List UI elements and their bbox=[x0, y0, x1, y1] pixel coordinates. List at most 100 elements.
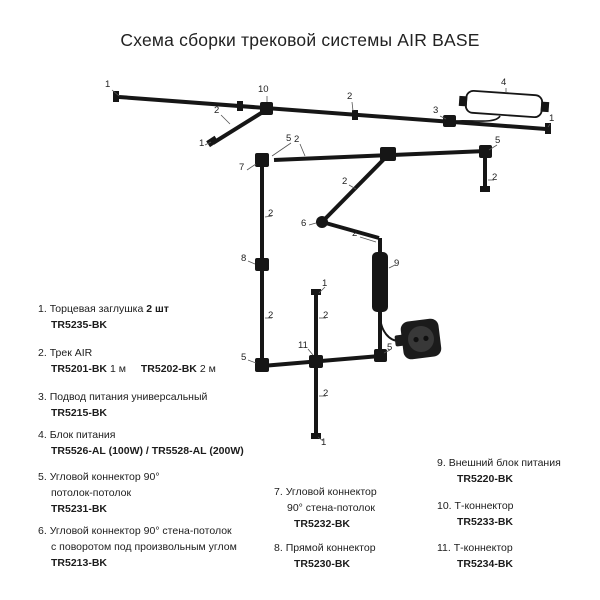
legend-num: 10. bbox=[437, 500, 452, 512]
power-feed-3 bbox=[443, 115, 456, 127]
swivel-connector-6 bbox=[380, 147, 396, 161]
callout-label: 9 bbox=[394, 258, 400, 269]
leader-lines bbox=[111, 88, 551, 442]
legend-code: TR5201-BK bbox=[51, 363, 108, 375]
legend-code-note: 2 м bbox=[199, 363, 216, 375]
legend-num: 1. bbox=[38, 303, 47, 315]
page-title: Схема сборки трековой системы AIR BASE bbox=[120, 30, 480, 50]
legend-item-3: 3. Подвод питания универсальный TR5215-B… bbox=[38, 389, 207, 421]
legend-title: Подвод питания универсальный bbox=[49, 391, 208, 403]
wall-socket bbox=[400, 318, 442, 360]
legend-codes: TR5201-BK 1 м TR5202-BK 2 м bbox=[38, 361, 216, 377]
legend-item-5-title: 5. Угловой коннектор 90° bbox=[38, 469, 160, 485]
legend-item-3-title: 3. Подвод питания универсальный bbox=[38, 389, 207, 405]
callout-label: 1 bbox=[321, 437, 327, 448]
callout-label: 1 bbox=[549, 113, 555, 124]
corner-connector-top-left bbox=[255, 153, 269, 167]
legend-num: 5. bbox=[38, 471, 47, 483]
callout-label: 2 bbox=[352, 228, 358, 239]
legend-item-10: 10. Т-коннектор TR5233-BK bbox=[437, 498, 514, 530]
legend-title: Угловой коннектор 90° bbox=[49, 471, 160, 483]
callout-label: 5 bbox=[495, 135, 501, 146]
callout-label: 2 bbox=[268, 310, 274, 321]
legend-code: TR5526-AL (100W) / TR5528-AL (200W) bbox=[51, 445, 244, 457]
callout-label: 2 bbox=[268, 208, 274, 219]
callout-label: 2 bbox=[492, 172, 498, 183]
legend-code: TR5231-BK bbox=[51, 503, 108, 515]
cross-connector-11 bbox=[309, 355, 323, 368]
straight-connector-8 bbox=[255, 258, 269, 271]
legend-code: TR5215-BK bbox=[51, 407, 108, 419]
legend-title: Трек AIR bbox=[49, 347, 93, 359]
legend-num: 11. bbox=[437, 542, 451, 554]
callout-label: 2 bbox=[323, 388, 329, 399]
legend-code: TR5220-BK bbox=[457, 473, 514, 485]
legend-num: 9. bbox=[437, 457, 446, 469]
legend-code-note: 1 м bbox=[109, 363, 126, 375]
legend-num: 4. bbox=[38, 429, 47, 441]
legend-title: Торцевая заглушка bbox=[49, 303, 144, 315]
callout-label: 2 bbox=[214, 105, 220, 116]
corner-connector-top-right bbox=[479, 145, 492, 158]
legend-item-2: 2. Трек AIR TR5201-BK 1 м TR5202-BK 2 м bbox=[38, 345, 216, 377]
plug-icon bbox=[394, 334, 407, 347]
legend-item-11-title: 11. Т-коннектор bbox=[437, 540, 513, 556]
legend-item-8: 8. Прямой коннектор TR5230-BK bbox=[274, 540, 376, 572]
callout-label: 7 bbox=[239, 162, 245, 173]
legend-title: Внешний блок питания bbox=[448, 457, 561, 469]
legend-code: TR5202-BK bbox=[140, 363, 197, 375]
end-caps bbox=[113, 91, 551, 439]
legend-subtitle: потолок-потолок bbox=[51, 487, 132, 499]
legend-code: TR5213-BK bbox=[51, 557, 108, 569]
external-power-block-9 bbox=[372, 252, 388, 312]
legend-title: Угловой коннектор bbox=[285, 486, 377, 498]
legend-title: Угловой коннектор 90° стена-потолок bbox=[49, 525, 232, 537]
callout-label: 2 bbox=[294, 134, 300, 145]
callout-label: 2 bbox=[323, 310, 329, 321]
corner-connector-bottom-left bbox=[255, 358, 269, 372]
legend-item-9-title: 9. Внешний блок питания bbox=[437, 455, 561, 471]
legend-qty: 2 шт bbox=[146, 303, 169, 315]
legend-item-6-title: 6. Угловой коннектор 90° стена-потолок bbox=[38, 523, 237, 539]
legend-item-1-title: 1. Торцевая заглушка 2 шт bbox=[38, 301, 169, 317]
legend-item-4-title: 4. Блок питания bbox=[38, 427, 244, 443]
legend-item-4: 4. Блок питания TR5526-AL (100W) / TR552… bbox=[38, 427, 244, 459]
legend-item-7: 7. Угловой коннектор 90° стена-потолок T… bbox=[274, 484, 377, 532]
t-connector-10 bbox=[260, 102, 273, 115]
legend-item-10-title: 10. Т-коннектор bbox=[437, 498, 514, 514]
legend-title: Прямой коннектор bbox=[285, 542, 376, 554]
legend-item-11: 11. Т-коннектор TR5234-BK bbox=[437, 540, 513, 572]
legend-item-7-title: 7. Угловой коннектор bbox=[274, 484, 377, 500]
legend-subtitle: с поворотом под произвольным углом bbox=[51, 541, 237, 553]
callout-label: 1 bbox=[322, 278, 328, 289]
legend-item-2-title: 2. Трек AIR bbox=[38, 345, 216, 361]
callout-label: 8 bbox=[241, 253, 247, 264]
psu-wire bbox=[455, 115, 501, 122]
legend-num: 7. bbox=[274, 486, 283, 498]
callout-label: 5 bbox=[286, 133, 292, 144]
swivel-hinge bbox=[316, 216, 328, 228]
callout-label: 6 bbox=[301, 218, 307, 229]
callout-label: 4 bbox=[501, 77, 507, 88]
legend-item-6: 6. Угловой коннектор 90° стена-потолок с… bbox=[38, 523, 237, 571]
callout-label: 2 bbox=[342, 176, 348, 187]
legend-code: TR5233-BK bbox=[457, 516, 514, 528]
callout-label: 2 bbox=[347, 91, 353, 102]
legend-code: TR5234-BK bbox=[457, 558, 514, 570]
track-joints bbox=[237, 101, 358, 120]
corner-connector-bottom-right bbox=[374, 349, 387, 362]
legend-item-5: 5. Угловой коннектор 90° потолок-потолок… bbox=[38, 469, 160, 517]
callout-label: 11 bbox=[298, 340, 308, 351]
callout-label: 10 bbox=[258, 84, 269, 95]
legend-num: 3. bbox=[38, 391, 47, 403]
legend-title: Блок питания bbox=[49, 429, 116, 441]
legend-item-1: 1. Торцевая заглушка 2 шт TR5235-BK bbox=[38, 301, 169, 333]
callout-label: 3 bbox=[433, 105, 439, 116]
legend-num: 6. bbox=[38, 525, 47, 537]
legend-code: TR5232-BK bbox=[294, 518, 351, 530]
legend-item-8-title: 8. Прямой коннектор bbox=[274, 540, 376, 556]
legend-title: Т-коннектор bbox=[454, 500, 514, 512]
callout-label: 1 bbox=[199, 138, 205, 149]
callout-label: 1 bbox=[105, 79, 111, 90]
